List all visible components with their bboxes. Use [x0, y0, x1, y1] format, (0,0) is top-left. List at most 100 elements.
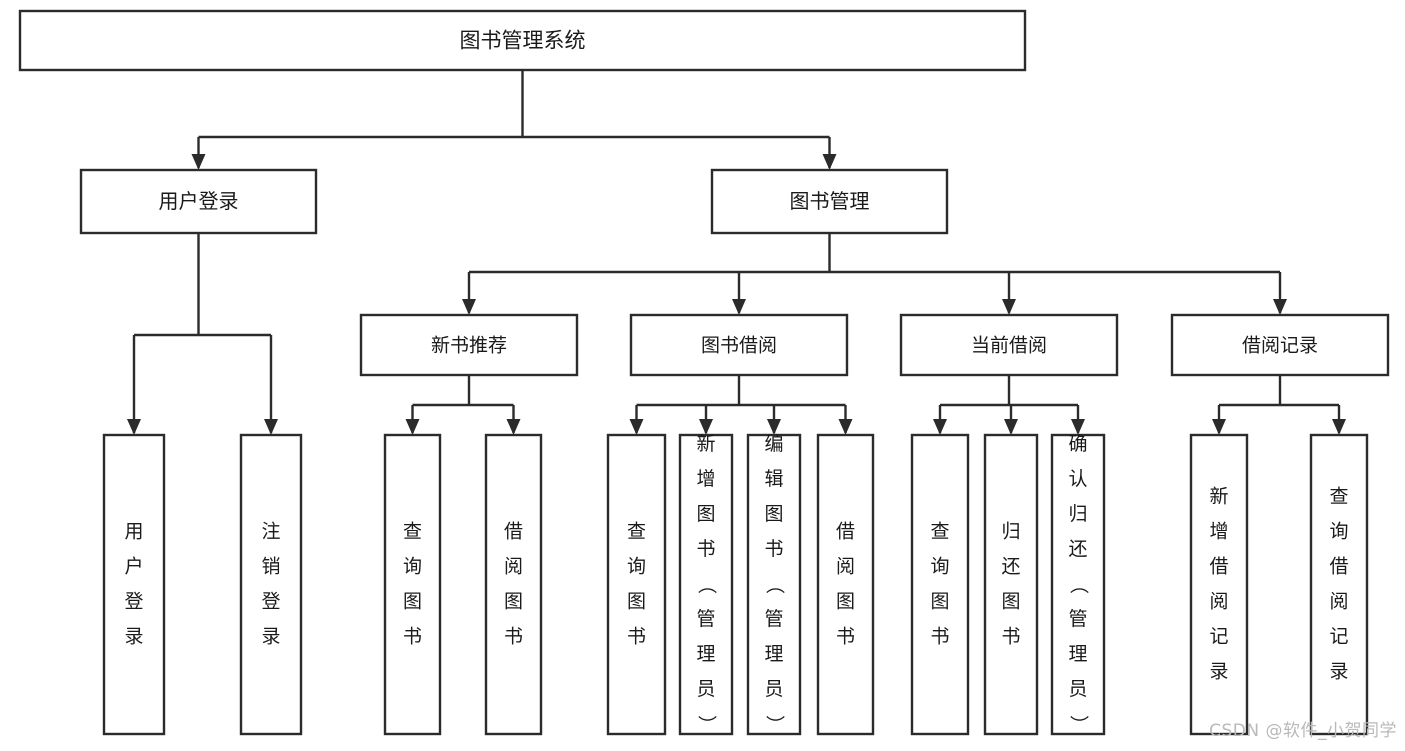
leaf-current_borrow-2-box: [1050, 433, 1106, 736]
leaf-user_login-0[interactable]: 用户登录: [102, 433, 166, 736]
node-root-book-management-system[interactable]: 图书管理系统: [18, 9, 1027, 72]
svg-text:归: 归: [1001, 521, 1020, 543]
svg-text:记: 记: [1329, 626, 1348, 648]
svg-text:注: 注: [261, 521, 280, 543]
svg-text:（: （: [696, 575, 718, 594]
svg-text:书: 书: [403, 626, 422, 648]
svg-text:查: 查: [403, 521, 422, 543]
node-level3-book-borrow[interactable]: 图书借阅: [629, 313, 849, 377]
svg-text:录: 录: [1209, 661, 1228, 683]
leaf-borrow_record-0-box: [1189, 433, 1249, 736]
svg-text:员: 员: [696, 678, 715, 700]
svg-text:询: 询: [930, 556, 949, 578]
leaf-user_login-0-box: [102, 433, 166, 736]
node-level3-new-book-recommend[interactable]: 新书推荐: [359, 313, 579, 377]
node-level2-user-login-box: [79, 168, 318, 235]
svg-text:增: 增: [696, 468, 715, 490]
svg-text:图: 图: [403, 591, 422, 613]
arrow-head-icon: [822, 154, 837, 170]
svg-text:理: 理: [1068, 643, 1087, 665]
node-level3-current-borrow[interactable]: 当前借阅: [899, 313, 1119, 377]
svg-text:用: 用: [124, 521, 143, 543]
leaf-current_borrow-0-box: [910, 433, 970, 736]
arrow-head-icon: [732, 299, 746, 315]
svg-text:还: 还: [1068, 538, 1087, 560]
svg-text:增: 增: [1209, 521, 1228, 543]
svg-text:记: 记: [1209, 626, 1228, 648]
svg-text:询: 询: [627, 556, 646, 578]
svg-text:编: 编: [764, 433, 783, 455]
svg-text:借: 借: [1209, 556, 1228, 578]
leaf-book_borrow-0-box: [606, 433, 667, 736]
node-root-label: 图书管理系统: [460, 29, 586, 53]
svg-text:理: 理: [696, 643, 715, 665]
node-level3-borrow-record[interactable]: 借阅记录: [1170, 313, 1390, 377]
svg-text:图: 图: [696, 503, 715, 525]
node-level3-book-borrow-box: [629, 313, 849, 377]
node-level2-book-manage[interactable]: 图书管理: [710, 168, 949, 235]
arrow-head-icon: [838, 419, 853, 435]
svg-text:书: 书: [627, 626, 646, 648]
svg-text:阅: 阅: [836, 556, 855, 578]
svg-text:图: 图: [504, 591, 523, 613]
leaf-book_borrow-3-box: [816, 433, 875, 736]
node-level2-user-login[interactable]: 用户登录: [79, 168, 318, 235]
svg-text:借: 借: [1329, 556, 1348, 578]
svg-text:查: 查: [930, 521, 949, 543]
arrow-head-icon: [1332, 419, 1346, 435]
svg-text:图: 图: [836, 591, 855, 613]
svg-text:图: 图: [627, 591, 646, 613]
svg-text:）: ）: [1068, 715, 1090, 734]
arrow-head-icon: [191, 154, 206, 170]
svg-text:书: 书: [504, 626, 523, 648]
arrow-head-icon: [933, 419, 947, 435]
leaf-new_book_recommend-1-box: [484, 433, 543, 736]
leaf-book_borrow-1-box: [678, 433, 734, 736]
svg-text:（: （: [1068, 575, 1090, 594]
leaf-book_borrow-2-box: [746, 433, 802, 736]
node-level2-book-manage-box: [710, 168, 949, 235]
svg-text:户: 户: [124, 556, 143, 578]
svg-text:新: 新: [1209, 486, 1228, 508]
arrow-head-icon: [1002, 299, 1016, 315]
arrow-head-icon: [462, 299, 476, 315]
svg-text:查: 查: [627, 521, 646, 543]
svg-text:认: 认: [1068, 468, 1087, 490]
arrow-head-icon: [127, 419, 141, 435]
svg-text:管: 管: [1068, 608, 1087, 630]
arrow-head-icon: [1071, 419, 1085, 435]
leaf-user_login-1-box: [239, 433, 303, 736]
arrow-head-icon: [1273, 299, 1287, 315]
node-level3-new-book-recommend-label: 新书推荐: [431, 335, 507, 357]
csdn-watermark: CSDN @软件_小贺同学: [1209, 721, 1397, 741]
svg-text:录: 录: [124, 626, 143, 648]
svg-text:新: 新: [696, 433, 715, 455]
svg-text:阅: 阅: [1209, 591, 1228, 613]
svg-text:）: ）: [764, 715, 786, 734]
svg-text:员: 员: [1068, 678, 1087, 700]
svg-text:管: 管: [764, 608, 783, 630]
arrow-head-icon: [1004, 419, 1018, 435]
